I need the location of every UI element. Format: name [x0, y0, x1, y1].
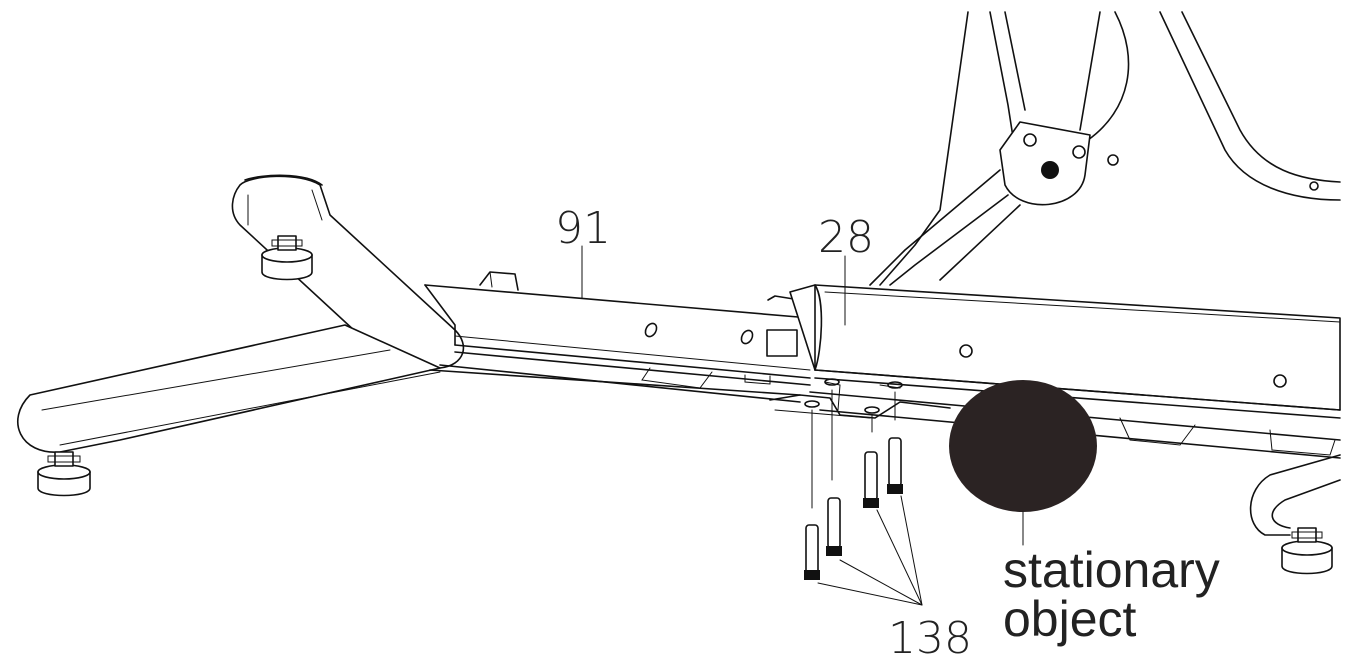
front-stabilizer [17, 174, 801, 453]
leveling-foot-lower [37, 451, 91, 497]
bolt-2 [826, 497, 842, 556]
stationary-object [949, 380, 1097, 546]
part-label-138: 138 [888, 613, 972, 657]
bolt-4 [887, 437, 903, 494]
stationary-object-disc [949, 380, 1097, 512]
stationary-label-line1: stationary [1003, 542, 1220, 598]
main-frame-tube-91 [424, 271, 811, 403]
bolt-1 [804, 524, 820, 580]
stationary-label-line2: object [1003, 591, 1137, 647]
bolt-3 [863, 451, 879, 508]
leveling-foot-upper [261, 235, 313, 281]
part-label-28: 28 [818, 212, 874, 263]
bolts-138 [804, 378, 923, 606]
leveling-foot-right [1249, 454, 1341, 575]
upright-frame [869, 11, 1341, 286]
part-label-91: 91 [555, 203, 611, 254]
